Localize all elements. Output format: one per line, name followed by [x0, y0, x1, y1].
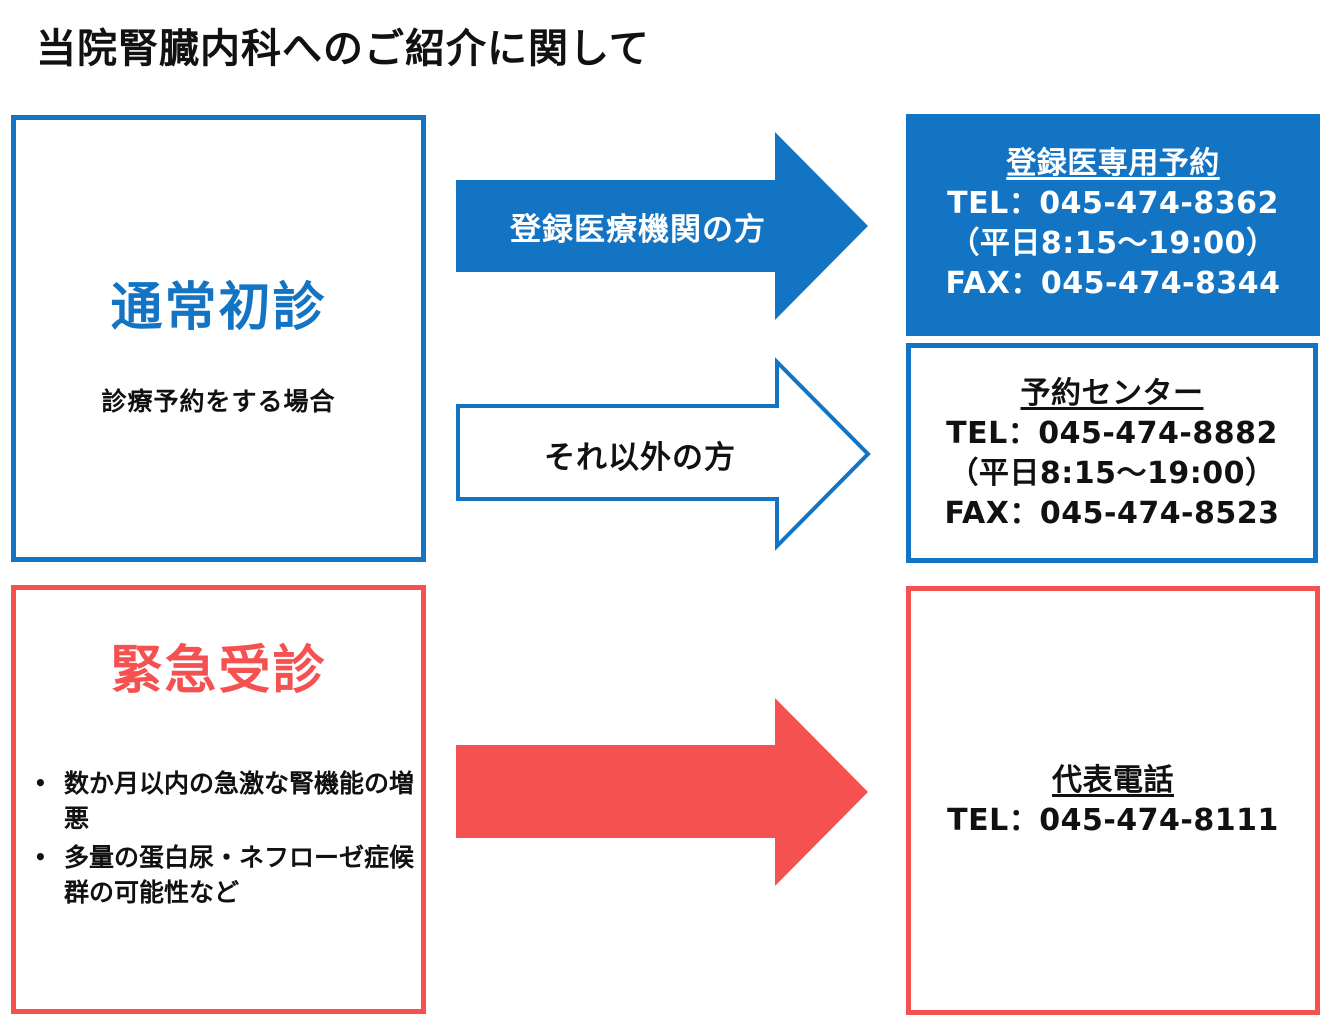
reservation-center-title: 予約センター — [1020, 376, 1204, 411]
normal-visit-heading: 通常初診 — [110, 278, 327, 338]
registered-arrow-label: 登録医療機関の方 — [510, 212, 766, 248]
emergency-visit-heading: 緊急受診 — [110, 641, 327, 701]
registered-fax: FAX：045-474-8344 — [945, 266, 1281, 301]
page-title: 当院腎臓内科へのご紹介に関して — [36, 26, 650, 72]
normal-visit-box: 通常初診 診療予約をする場合 — [11, 115, 426, 562]
reservation-center-tel: TEL：045-474-8882 — [946, 416, 1278, 451]
registered-hours: （平日8:15～19:00） — [949, 226, 1277, 261]
emergency-visit-box: 緊急受診 数か月以内の急激な腎機能の増悪 多量の蛋白尿・ネフローゼ症候群の可能性… — [11, 585, 426, 1014]
registered-reservation-title: 登録医専用予約 — [1006, 146, 1220, 181]
main-phone-title: 代表電話 — [1052, 763, 1174, 798]
normal-visit-subtitle: 診療予約をする場合 — [101, 387, 336, 416]
emergency-arrow — [456, 698, 868, 886]
other-arrow — [456, 357, 871, 551]
emergency-criteria-item: 数か月以内の急激な腎機能の増悪 — [30, 766, 420, 836]
emergency-criteria-item: 多量の蛋白尿・ネフローゼ症候群の可能性など — [30, 840, 420, 910]
reservation-center-hours: （平日8:15～19:00） — [948, 456, 1276, 491]
other-arrow-label: それ以外の方 — [544, 440, 736, 476]
reservation-center-box: 予約センター TEL：045-474-8882 （平日8:15～19:00） F… — [906, 343, 1318, 563]
registered-arrow — [456, 132, 868, 320]
reservation-center-fax: FAX：045-474-8523 — [944, 496, 1280, 531]
main-phone-box: 代表電話 TEL：045-474-8111 — [906, 586, 1320, 1015]
main-phone-tel: TEL：045-474-8111 — [947, 803, 1279, 838]
emergency-criteria-list: 数か月以内の急激な腎機能の増悪 多量の蛋白尿・ネフローゼ症候群の可能性など — [30, 766, 420, 914]
registered-reservation-box: 登録医専用予約 TEL：045-474-8362 （平日8:15～19:00） … — [906, 114, 1320, 336]
registered-tel: TEL：045-474-8362 — [947, 186, 1279, 221]
